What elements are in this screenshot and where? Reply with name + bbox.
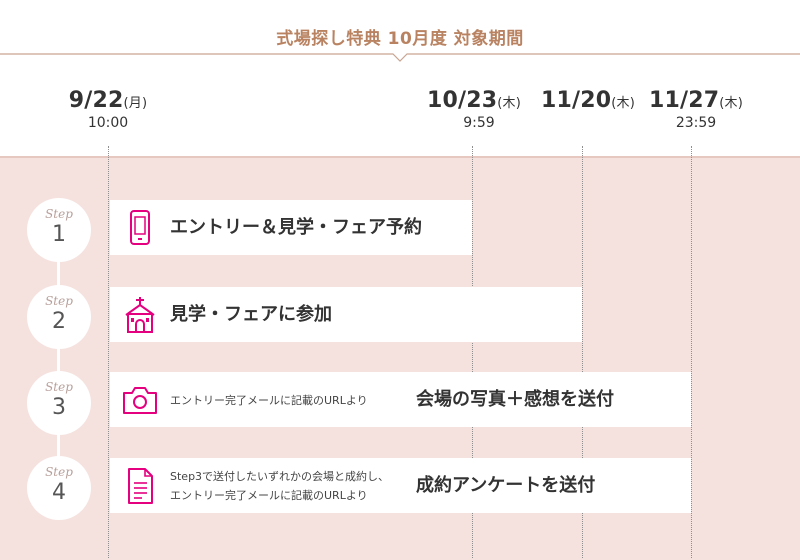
smartphone-icon (130, 210, 150, 245)
timeline-marker-1023 (472, 146, 473, 558)
step-badge-number: 4 (52, 480, 66, 505)
step-badge-3: Step 3 (27, 371, 91, 435)
step-text-3: 会場の写真＋感想を送付 (416, 389, 614, 410)
timeline-marker-1120 (582, 146, 583, 558)
step-badge-2: Step 2 (27, 285, 91, 349)
step-badge-number: 3 (52, 395, 66, 420)
date-start: 9/22(月) 10:00 (48, 88, 168, 131)
date-visit-deadline: 11/20(木) (536, 88, 640, 115)
chapel-icon (125, 297, 155, 333)
date-end-weekday: (木) (719, 96, 743, 111)
date-row: 9/22(月) 10:00 10/23(木) 9:59 11/20(木) 11/… (0, 58, 800, 156)
step-badge-label: Step (45, 465, 73, 479)
step-text-2: 見学・フェアに参加 (170, 304, 332, 325)
step-note-3: エントリー完了メールに記載のURLより (170, 394, 368, 407)
date-visit-deadline-day: 11/20 (540, 88, 612, 113)
date-end-day: 11/27 (648, 88, 720, 113)
title-divider (0, 53, 800, 62)
page-title: 式場探し特典 10月度 対象期間 (276, 29, 524, 49)
step-badge-label: Step (45, 380, 73, 394)
date-visit-deadline-weekday: (木) (611, 96, 635, 111)
date-end-time: 23:59 (675, 115, 717, 131)
date-photo-deadline-weekday: (木) (497, 96, 521, 111)
step-badge-label: Step (45, 294, 73, 308)
date-photo-deadline: 10/23(木) 9:59 (418, 88, 530, 131)
step-badge-number: 2 (52, 309, 66, 334)
document-icon (128, 468, 153, 504)
step-note-4-line1: Step3で送付したいずれかの会場と成約し、 (170, 470, 390, 483)
step-note-4-line2: エントリー完了メールに記載のURLより (170, 489, 368, 502)
date-end: 11/27(木) 23:59 (644, 88, 748, 131)
step-text-4: 成約アンケートを送付 (416, 475, 596, 496)
step-badge-4: Step 4 (27, 456, 91, 520)
step-text-1: エントリー＆見学・フェア予約 (170, 217, 422, 238)
header: 式場探し特典 10月度 対象期間 (0, 0, 800, 62)
step-bar-4: Step3で送付したいずれかの会場と成約し、 エントリー完了メールに記載のURL… (110, 458, 691, 513)
step-bar-1: エントリー＆見学・フェア予約 (110, 200, 472, 255)
date-start-day: 9/22 (68, 88, 124, 113)
date-start-time: 10:00 (87, 115, 129, 131)
step-bar-3: エントリー完了メールに記載のURLより 会場の写真＋感想を送付 (110, 372, 691, 427)
step-badge-label: Step (45, 207, 73, 221)
step-badge-number: 1 (52, 222, 66, 247)
date-photo-deadline-day: 10/23 (426, 88, 498, 113)
step-connector (57, 226, 60, 496)
date-start-weekday: (月) (123, 96, 148, 111)
step-badge-1: Step 1 (27, 198, 91, 262)
timeline-marker-start (108, 146, 109, 558)
timeline-marker-1127 (691, 146, 692, 558)
date-photo-deadline-time: 9:59 (463, 115, 495, 131)
camera-icon (123, 387, 157, 414)
step-bar-2: 見学・フェアに参加 (110, 287, 582, 342)
